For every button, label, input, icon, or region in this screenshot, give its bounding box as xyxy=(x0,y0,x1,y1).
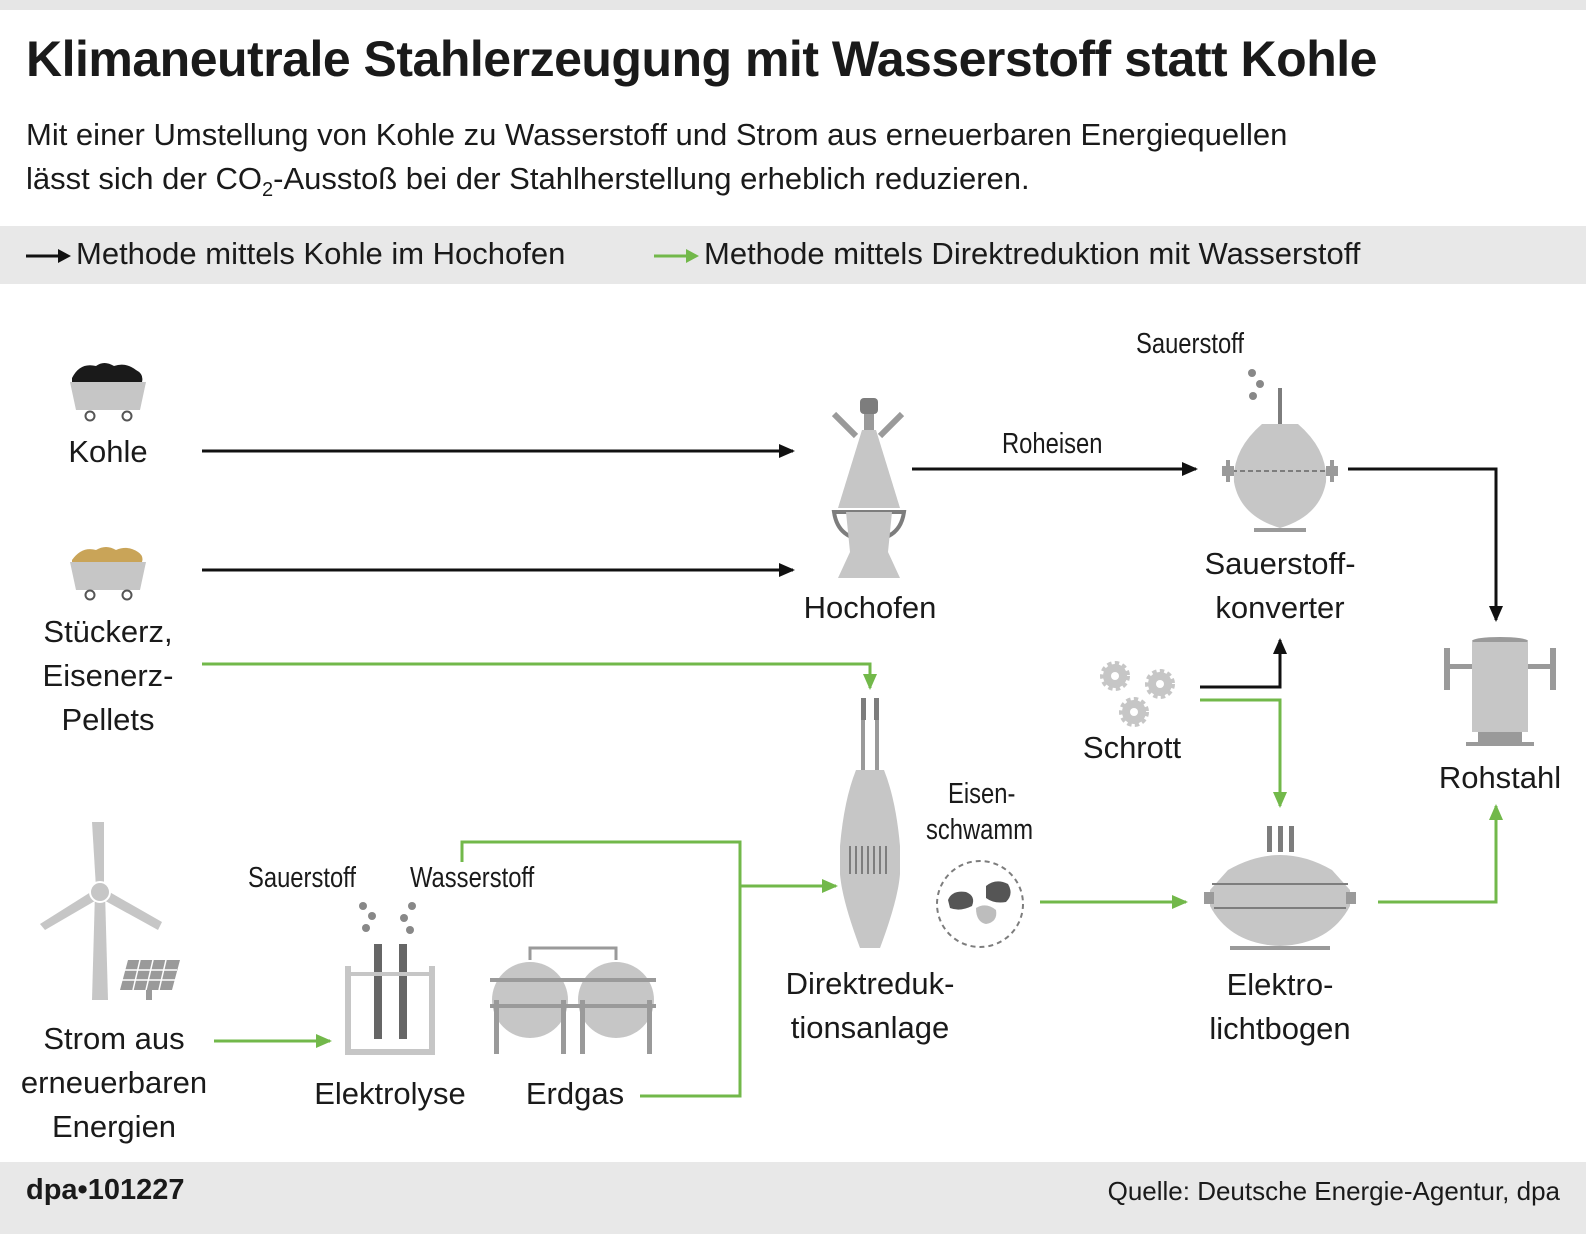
label-sauerstoffkonverter-line-1: Sauerstoff- xyxy=(1204,546,1356,581)
label-sauerstoffkonverter: Sauerstoff- konverter xyxy=(1180,542,1380,630)
subtitle-line-1: Mit einer Umstellung von Kohle zu Wasser… xyxy=(26,117,1288,152)
ore-cart-icon xyxy=(70,547,146,601)
label-hochofen: Hochofen xyxy=(803,590,937,625)
page-subtitle: Mit einer Umstellung von Kohle zu Wasser… xyxy=(26,113,1287,212)
hydrogen-flow-arrows xyxy=(202,662,1503,1098)
label-elektrolichtbogen: Elektro- lichtbogen xyxy=(1180,963,1380,1051)
page-title: Klimaneutrale Stahlerzeugung mit Wassers… xyxy=(26,31,1377,87)
label-schrott: Schrott xyxy=(1082,730,1182,765)
subtitle-subscript: 2 xyxy=(262,179,274,202)
top-band xyxy=(0,0,1586,10)
label-strom-line-1: Strom aus xyxy=(43,1021,185,1056)
label-eisenschwamm-line-1: Eisen- xyxy=(948,778,1016,810)
label-eisenschwamm-line-2: schwamm xyxy=(926,814,1034,846)
coal-flow-arrows xyxy=(202,444,1503,689)
arrow-erz-to-direktreduktion xyxy=(202,662,877,690)
legend-hydrogen-label: Methode mittels Direktreduktion mit Wass… xyxy=(704,236,1361,271)
footer-band: dpa•101227 Quelle: Deutsche Energie-Agen… xyxy=(0,1162,1586,1234)
subtitle-line-2-pre: lässt sich der CO xyxy=(26,161,263,196)
label-erdgas: Erdgas xyxy=(525,1076,625,1111)
label-direktreduktion-line-2: tionsanlage xyxy=(790,1010,950,1045)
blast-furnace-icon xyxy=(831,398,907,578)
label-elektrolichtbogen-line-2: lichtbogen xyxy=(1209,1011,1351,1046)
arrow-schrott-to-lichtbogen xyxy=(1200,698,1287,808)
crude-steel-icon xyxy=(1444,637,1556,746)
label-sauerstoff-converter: Sauerstoff xyxy=(1136,328,1244,360)
legend-hydrogen-method: Methode mittels Direktreduktion mit Wass… xyxy=(654,226,1360,284)
label-elektrolyse: Elektrolyse xyxy=(314,1076,466,1111)
label-direktreduktion-line-1: Direktreduk- xyxy=(785,966,955,1001)
label-strom-line-2: erneuerbaren xyxy=(20,1065,208,1100)
label-kohle: Kohle xyxy=(68,434,148,469)
scrap-gears-icon xyxy=(1100,661,1175,727)
label-stueckerz-line-2: Eisenerz- xyxy=(42,658,174,693)
legend-coal-method: Methode mittels Kohle im Hochofen xyxy=(26,226,565,284)
direct-reduction-plant-icon xyxy=(840,698,900,948)
label-rohstahl: Rohstahl xyxy=(1438,760,1562,795)
label-roheisen: Roheisen xyxy=(1002,428,1103,460)
subtitle-line-2-post: -Ausstoß bei der Stahlherstellung erhebl… xyxy=(273,161,1030,196)
label-wasserstoff: Wasserstoff xyxy=(410,862,535,894)
label-sauerstoff-electrolysis: Sauerstoff xyxy=(248,862,356,894)
legend-band: Methode mittels Kohle im Hochofen Method… xyxy=(0,226,1586,284)
green-arrow-icon xyxy=(654,248,699,263)
label-strom: Strom aus erneuerbaren Energien xyxy=(4,1017,224,1149)
footer-source: Quelle: Deutsche Energie-Agentur, dpa xyxy=(1107,1176,1560,1206)
arrow-lichtbogen-to-rohstahl xyxy=(1378,804,1503,904)
wind-turbine-solar-icon xyxy=(40,822,180,1000)
legend-coal-label: Methode mittels Kohle im Hochofen xyxy=(76,236,566,271)
label-direktreduktion: Direktreduk- tionsanlage xyxy=(760,962,980,1050)
line-wasserstoff xyxy=(460,840,742,1098)
label-strom-line-3: Energien xyxy=(51,1109,177,1144)
oxygen-converter-icon xyxy=(1222,369,1338,532)
footer-id: dpa•101227 xyxy=(26,1174,185,1206)
arrow-schrott-to-converter xyxy=(1200,638,1287,689)
label-stueckerz: Stückerz, Eisenerz- Pellets xyxy=(20,610,196,742)
sponge-iron-icon xyxy=(936,860,1024,948)
arrow-converter-to-rohstahl xyxy=(1348,467,1503,622)
coal-cart-icon xyxy=(70,363,146,422)
black-arrow-icon xyxy=(26,248,71,263)
electric-arc-furnace-icon xyxy=(1204,826,1356,950)
label-sauerstoffkonverter-line-2: konverter xyxy=(1215,590,1345,625)
label-stueckerz-line-1: Stückerz, xyxy=(43,614,173,649)
label-stueckerz-line-3: Pellets xyxy=(61,702,155,737)
gas-tank-icon xyxy=(490,946,656,1054)
subtitle-line-2: lässt sich der CO2-Ausstoß bei der Stahl… xyxy=(26,157,1287,212)
label-elektrolichtbogen-line-1: Elektro- xyxy=(1226,967,1334,1002)
electrolysis-cell-icon xyxy=(345,902,435,1055)
